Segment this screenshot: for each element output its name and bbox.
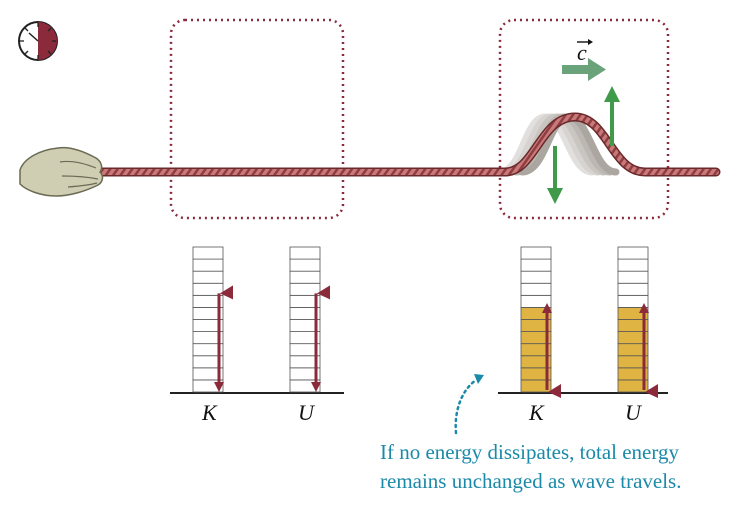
right-potential-bar-segment [617,270,649,284]
left-region-box [169,18,345,220]
right-kinetic-bar-segment [520,282,552,296]
left-potential-bar-segment [289,270,321,284]
right-kinetic-label: K [529,400,544,425]
left-potential-bar-segment [289,246,321,260]
caption-line-1: If no energy dissipates, total energy [380,440,679,464]
right-kinetic-arrow-head [542,303,552,313]
right-kinetic-bar-segment [520,246,552,260]
right-kinetic-bar-segment [520,270,552,284]
right-potential-bar-segment [617,282,649,296]
left-kinetic-bar-segment [192,270,224,284]
left-potential-level-flag [317,285,330,300]
wave-speed-label: c [577,40,587,65]
energy-meters [192,246,658,398]
caption-pointer-arrow [454,374,484,435]
left-potential-arrow-head [311,382,321,392]
left-kinetic-bar-segment [192,258,224,272]
right-potential-label: U [625,400,641,425]
wave-velocity-arrow [562,39,606,81]
caption-line-2: remains unchanged as wave travels. [380,469,682,493]
right-potential-arrow-head [639,303,649,313]
left-potential-bar-segment [289,258,321,272]
left-kinetic-label: K [202,400,217,425]
right-potential-bar-segment [617,246,649,260]
left-kinetic-level-flag [220,285,233,300]
left-kinetic-bar-segment [192,246,224,260]
right-potential-bar-segment [617,258,649,272]
right-kinetic-bar-segment [520,258,552,272]
stopwatch-icon [18,21,58,61]
left-potential-label: U [298,400,314,425]
hand-icon [19,146,104,197]
right-potential-level-flag [645,384,658,398]
right-region-box [498,18,670,220]
energy-caption: If no energy dissipates, total energy re… [380,438,740,496]
left-kinetic-arrow-head [214,382,224,392]
right-kinetic-level-flag [548,384,561,398]
